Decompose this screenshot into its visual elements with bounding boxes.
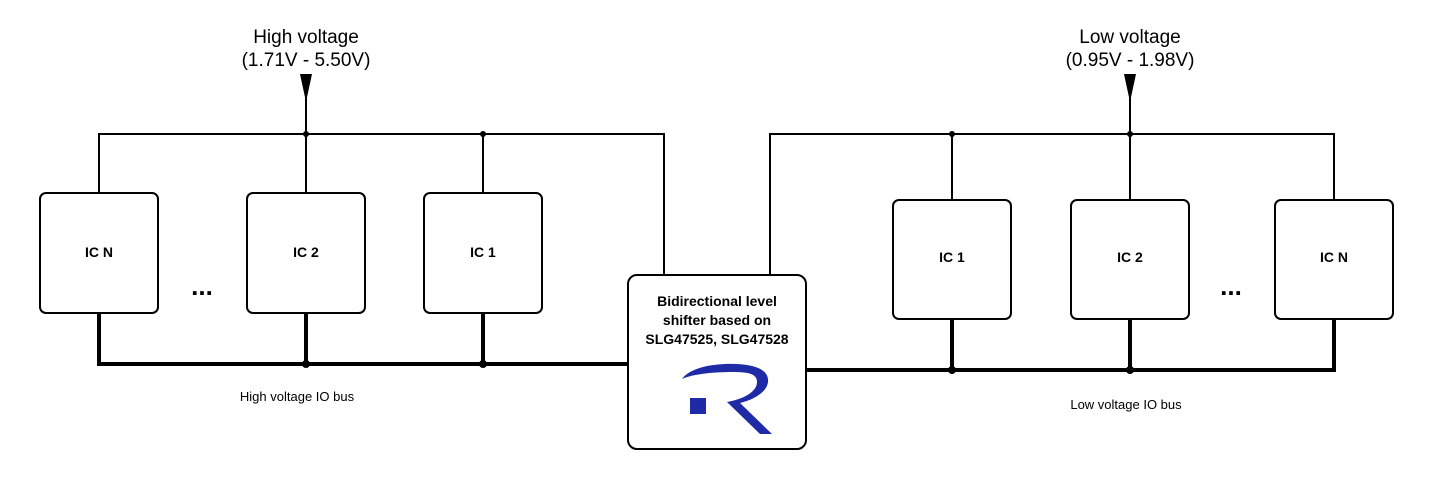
ic-box — [892, 199, 1012, 320]
ic-label: IC 1 — [470, 244, 496, 260]
high-voltage-arrow-icon — [300, 74, 312, 102]
level-shifter-line-3: SLG47525, SLG47528 — [645, 331, 788, 347]
high-voltage-title: High voltage — [253, 27, 359, 48]
junction-dot — [302, 360, 310, 368]
level-shifter-line-1: Bidirectional level — [657, 293, 777, 309]
ic-box — [246, 192, 366, 314]
ic-box — [1070, 199, 1190, 320]
high-voltage-io-bus — [97, 313, 628, 366]
low-voltage-range: (0.95V - 1.98V) — [1066, 50, 1195, 71]
ic-box — [39, 192, 159, 314]
low-voltage-bus-label: Low voltage IO bus — [1070, 397, 1182, 412]
junction-dot — [479, 360, 487, 368]
level-shifter-line-2: shifter based on — [663, 312, 771, 328]
ic-label: IC N — [85, 244, 113, 260]
ic-box — [1274, 199, 1394, 320]
junction-dot — [949, 131, 955, 137]
low-voltage-section: Low voltage (0.95V - 1.98V) IC 1 IC 2 IC… — [769, 27, 1394, 412]
ic-label: IC 2 — [1117, 249, 1143, 265]
ic-box — [423, 192, 543, 314]
low-voltage-power-rail — [769, 133, 1335, 275]
junction-dot — [948, 366, 956, 374]
ellipsis: ... — [1220, 271, 1242, 301]
junction-dot — [303, 131, 309, 137]
renesas-logo-icon — [682, 363, 772, 434]
junction-dot — [1126, 366, 1134, 374]
high-voltage-section: High voltage (1.71V - 5.50V) IC N IC 2 I… — [39, 27, 665, 404]
ic-label: IC N — [1320, 249, 1348, 265]
junction-dot — [480, 131, 486, 137]
low-voltage-arrow-icon — [1124, 74, 1136, 102]
high-voltage-bus-label: High voltage IO bus — [240, 389, 355, 404]
junction-dot — [1127, 131, 1133, 137]
ellipsis: ... — [191, 271, 213, 301]
level-shifter-box — [627, 274, 807, 450]
ic-label: IC 2 — [293, 244, 319, 260]
ic-label: IC 1 — [939, 249, 965, 265]
low-voltage-title: Low voltage — [1079, 27, 1180, 48]
low-voltage-io-bus — [806, 319, 1336, 372]
high-voltage-range: (1.71V - 5.50V) — [242, 50, 371, 71]
level-shifter: Bidirectional level shifter based on SLG… — [627, 274, 807, 450]
high-voltage-power-rail — [98, 133, 665, 275]
